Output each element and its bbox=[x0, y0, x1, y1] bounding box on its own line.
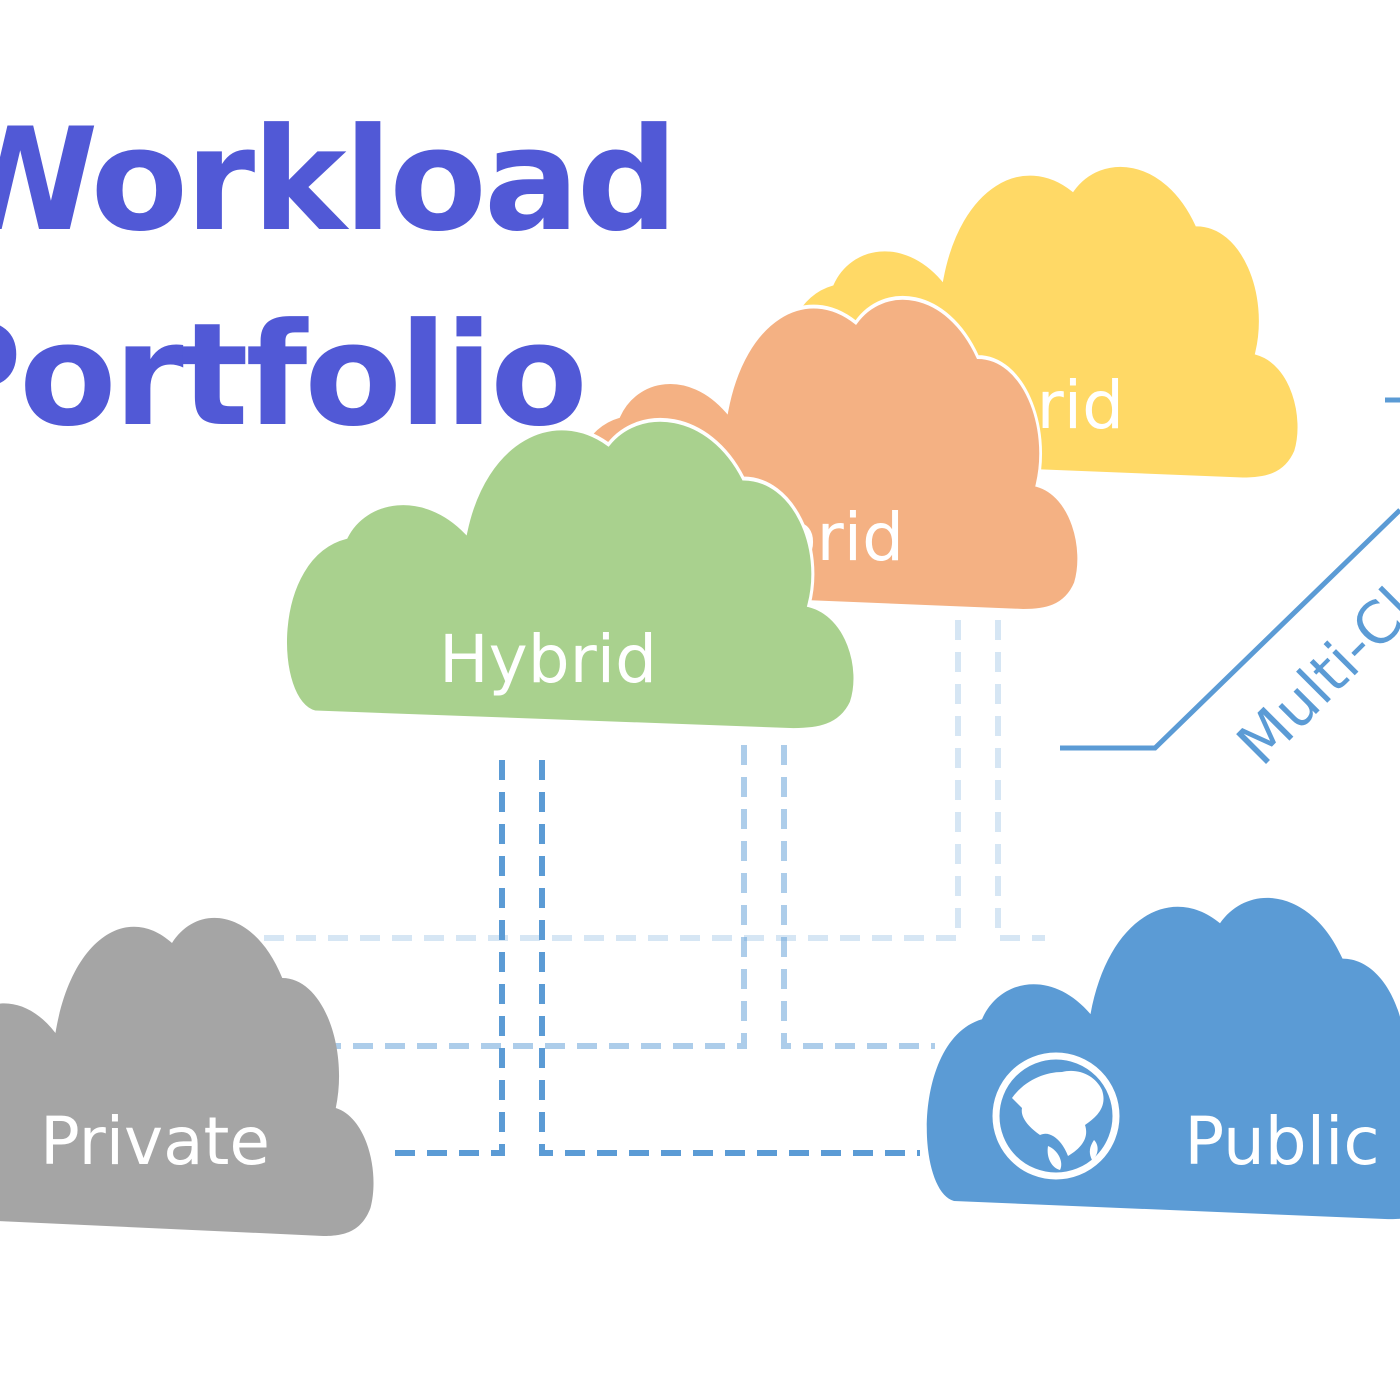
connector-front-hybrid-public bbox=[539, 760, 920, 1156]
private-cloud-label: Private bbox=[40, 1103, 270, 1180]
title-line-2: Portfolio bbox=[0, 293, 588, 458]
connector-middle-hybrid-private bbox=[325, 745, 747, 1049]
connector-lines bbox=[230, 620, 1045, 1156]
globe-icon bbox=[992, 1052, 1120, 1180]
hybrid-cloud-front-label: Hybrid bbox=[439, 621, 657, 698]
connector-back-hybrid-public bbox=[995, 620, 1045, 941]
multi-cloud-label: Multi-Cloud bbox=[1224, 498, 1400, 778]
multi-cloud-bracket bbox=[1060, 397, 1400, 751]
connector-back-hybrid-private bbox=[230, 620, 961, 941]
connector-middle-hybrid-public bbox=[781, 745, 935, 1049]
connector-front-hybrid-private bbox=[385, 760, 505, 1156]
title-line-1: Workload bbox=[0, 98, 678, 263]
public-cloud-label: Public bbox=[1184, 1103, 1379, 1180]
private-cloud bbox=[0, 917, 374, 1236]
